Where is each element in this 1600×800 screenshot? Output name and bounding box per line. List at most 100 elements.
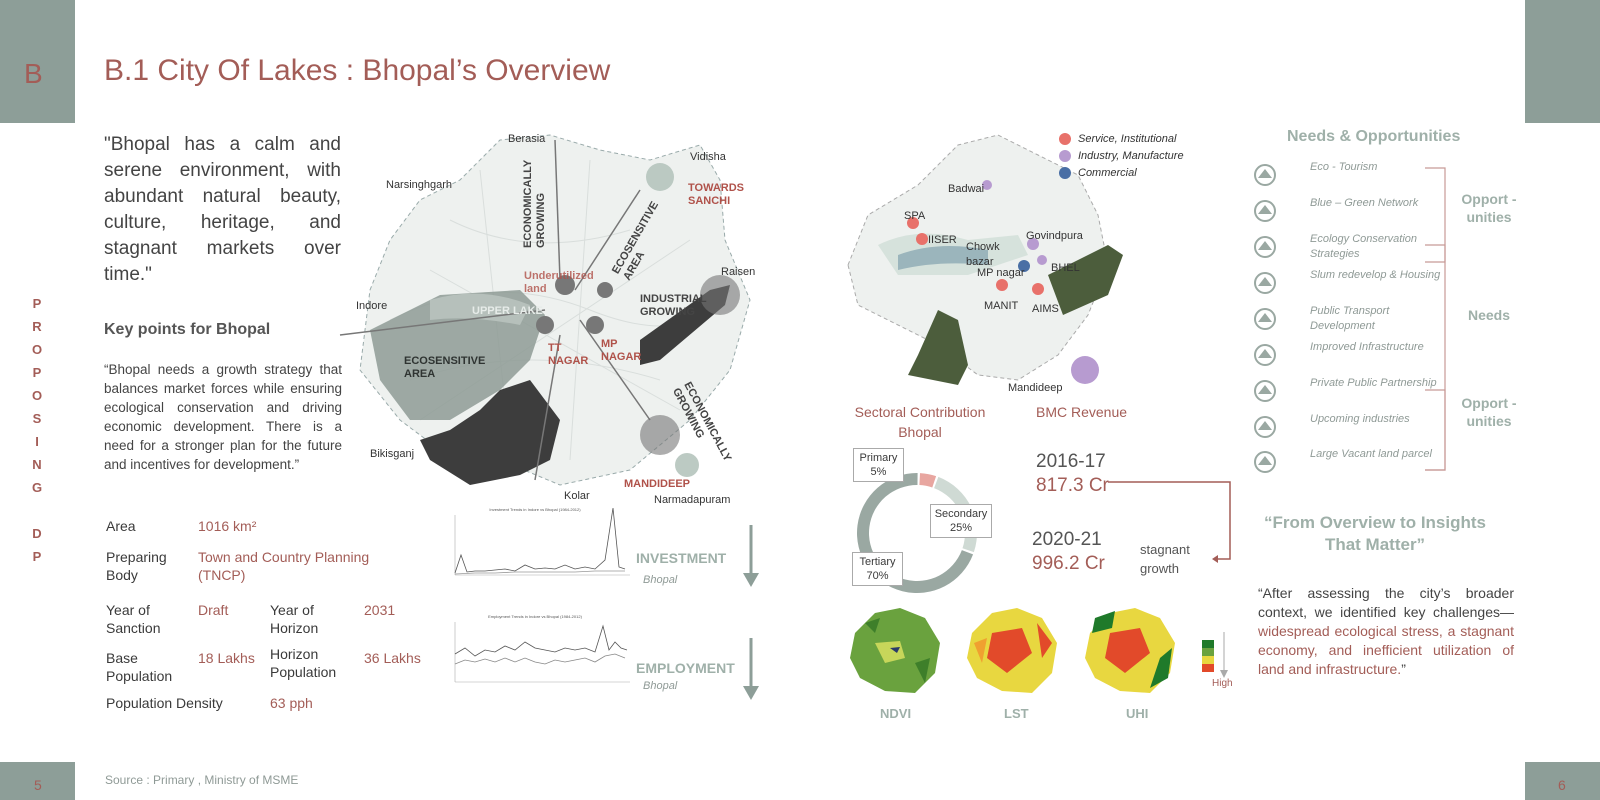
uhi-label: UHI — [1126, 706, 1149, 721]
blue-green-icon — [1250, 198, 1280, 224]
density-label: Population Density — [106, 695, 223, 711]
section-letter: B — [24, 58, 43, 89]
revenue-value-1: 817.3 Cr — [1036, 475, 1109, 496]
legend-industry-dot — [1059, 150, 1071, 162]
place-iiser: IISER — [928, 234, 957, 246]
needs-item: Blue – Green Network — [1250, 196, 1420, 230]
preparing-value: Town and Country Planning (TNCP) — [198, 549, 370, 583]
lst-label: LST — [1004, 706, 1029, 721]
insight-text: “After assessing the city’s broader cont… — [1258, 584, 1514, 679]
needs-item-label: Upcoming industries — [1310, 413, 1410, 425]
horizon-label: Year of Horizon — [270, 602, 319, 636]
header-tab-right — [1525, 0, 1600, 123]
needs-item-label: Eco - Tourism — [1310, 161, 1378, 173]
south-forest-dark — [908, 310, 968, 385]
investment-label: INVESTMENT — [636, 550, 727, 566]
place-mp-nagar-2: MP nagar — [977, 267, 1025, 279]
needs-item-label: Public Transport Development — [1310, 305, 1390, 332]
place-chowk-bazar: Chowk bazar — [966, 241, 1000, 268]
zone-econ-growing-n: ECONOMICALLY GROWING — [522, 159, 547, 248]
side-label-letter: N — [32, 457, 42, 472]
group-label-bottom: Opport -unities — [1461, 395, 1517, 429]
place-indore: Indore — [356, 300, 388, 312]
header-tab-left — [0, 0, 75, 123]
place-aiims: AIMS — [1032, 303, 1059, 315]
marker-iiser — [916, 233, 928, 245]
investment-trend-chart: Investment Trends in Indore vs Bhopal (1… — [435, 505, 635, 595]
needs-item-label: Ecology Conservation Strategies — [1310, 233, 1418, 260]
label-primary: Primary 5% — [853, 448, 904, 482]
housing-icon — [1250, 270, 1280, 296]
horizon-pop-value: 36 Lakhs — [364, 650, 421, 666]
needs-item: Public Transport Development — [1250, 304, 1420, 338]
intro-quote: "Bhopal has a calm and serene environmen… — [104, 134, 341, 285]
sectoral-title: Sectoral Contribution Bhopal — [854, 404, 986, 440]
insight-text-plain: “After assessing the city’s broader cont… — [1258, 585, 1514, 620]
page-title: B.1 City Of Lakes : Bhopal’s Overview — [104, 54, 611, 87]
employment-bhopal-tag: Bhopal — [643, 680, 678, 692]
marker-aiims — [1032, 283, 1044, 295]
needs-item: Improved Infrastructure — [1250, 340, 1424, 374]
marker-govindpura — [1027, 238, 1039, 250]
index-color-scale — [1202, 640, 1214, 672]
sanction-value: Draft — [198, 602, 229, 618]
label-secondary: Secondary 25% — [930, 504, 992, 538]
needs-item: Slum redevelop & Housing — [1250, 268, 1440, 302]
east-forest-dark — [1048, 245, 1123, 315]
key-points-heading: Key points for Bhopal — [104, 321, 271, 338]
sanction-label: Year of Sanction — [106, 602, 161, 636]
place-narsinghgarh: Narsinghgarh — [386, 179, 453, 191]
density-value: 63 pph — [270, 695, 313, 711]
investment-bhopal-tag: Bhopal — [643, 574, 678, 586]
zone-underutilized: Underutilized land — [524, 270, 594, 295]
horizon-pop-label: Horizon Population — [270, 646, 337, 680]
needs-item: Private Public Partnership — [1250, 376, 1437, 410]
factory-icon — [1250, 414, 1280, 440]
needs-item-label: Private Public Partnership — [1310, 377, 1437, 389]
group-label-top: Opport -unities — [1461, 191, 1517, 225]
source-note: Source : Primary , Ministry of MSME — [105, 773, 299, 787]
needs-item: Large Vacant land parcel — [1250, 447, 1432, 481]
insight-text-end: ” — [1401, 661, 1406, 677]
marker-manit — [996, 279, 1008, 291]
insight-heading: “From Overview to Insights That Matter” — [1264, 513, 1486, 554]
side-label-letter: R — [32, 319, 42, 334]
key-points-text: “Bhopal needs a growth strategy that bal… — [104, 362, 342, 472]
employment-trend-chart: Employment Trends in Indore vs Bhopal (1… — [435, 612, 635, 707]
needs-item: Ecology Conservation Strategies — [1250, 232, 1420, 266]
bhopal-city-landuse-map — [847, 134, 1123, 385]
zone-tt-nagar: TT NAGAR — [548, 342, 589, 367]
side-label-letter: O — [31, 342, 43, 357]
side-label-letter: S — [32, 411, 42, 426]
page-number-right: 6 — [1558, 777, 1566, 793]
page-number-left: 5 — [34, 777, 42, 793]
legend-commercial-dot — [1059, 167, 1071, 179]
ndvi-map — [850, 608, 940, 693]
marker-spa — [907, 217, 919, 229]
uhi-map — [1085, 608, 1175, 693]
zone-industrial: INDUSTRIAL GROWING — [640, 293, 707, 318]
legend-industry-label: Industry, Manufacture — [1078, 150, 1184, 162]
revenue-value-2: 996.2 Cr — [1032, 553, 1105, 574]
side-label-letter: P — [32, 549, 42, 564]
bhopal-region-map — [339, 134, 751, 486]
land-parcel-icon — [1250, 449, 1280, 475]
label-tertiary: Tertiary 70% — [852, 552, 903, 586]
zone-mp-nagar: MP NAGAR — [601, 338, 642, 363]
place-berasia: Berasia — [508, 133, 546, 145]
lst-map — [967, 608, 1057, 693]
ndvi-label: NDVI — [880, 706, 912, 721]
revenue-connector-arrow — [1108, 481, 1231, 563]
needs-item-label: Improved Infrastructure — [1310, 341, 1424, 353]
marker-mp-nagar — [1018, 260, 1030, 272]
revenue-year-2: 2020-21 — [1032, 529, 1102, 550]
marker-bhel — [1037, 255, 1047, 265]
scale-high-label: High — [1212, 678, 1233, 689]
needs-item: Upcoming industries — [1250, 412, 1420, 446]
needs-item: Eco - Tourism — [1250, 160, 1420, 194]
zone-upper-lake: UPPER LAKE — [472, 305, 543, 317]
area-label: Area — [106, 518, 136, 534]
side-label-letter: I — [35, 434, 39, 449]
side-label-letter — [30, 499, 44, 522]
revenue-year-1: 2016-17 — [1036, 451, 1106, 472]
